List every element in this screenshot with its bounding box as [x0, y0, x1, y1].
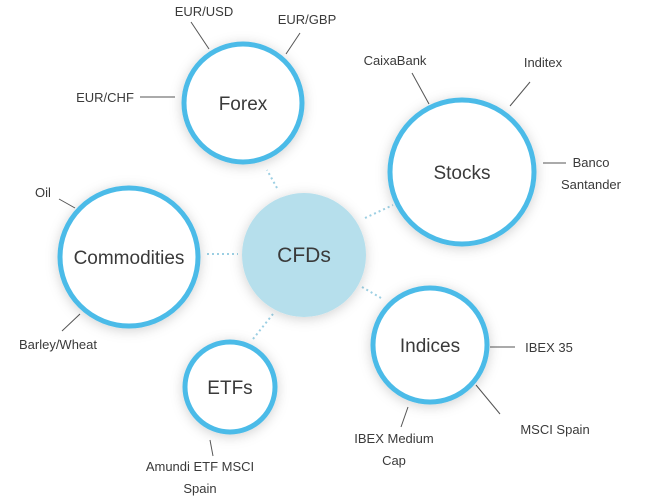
connector-indices	[361, 286, 382, 299]
node-forex: Forex EUR/USD EUR/GBP EUR/CHF	[76, 4, 337, 165]
item-label: IBEX 35	[525, 340, 573, 355]
item-label: IBEX Medium	[354, 431, 433, 446]
node-label: ETFs	[207, 378, 252, 399]
node-label: Commodities	[74, 248, 185, 269]
connector-forex	[266, 169, 278, 189]
node-indices: Indices IBEX 35 MSCI Spain IBEX Medium C…	[354, 285, 590, 468]
connector-stocks	[364, 204, 394, 219]
item-label: Banco	[573, 155, 610, 170]
item-label: EUR/GBP	[278, 12, 337, 27]
connector-etfs	[252, 313, 274, 340]
item-label: Amundi ETF MSCI	[146, 459, 254, 474]
node-label: Indices	[400, 336, 460, 357]
node-stocks: Stocks CaixaBank Inditex Banco Santander	[364, 53, 622, 247]
node-label: Stocks	[433, 163, 490, 184]
item-label: CaixaBank	[364, 53, 427, 68]
node-commodities: Commodities Oil Barley/Wheat	[19, 185, 201, 352]
item-label: EUR/USD	[175, 4, 234, 19]
center-node-cfds: CFDs	[242, 193, 366, 317]
connectors	[207, 169, 394, 340]
leader-lines	[58, 21, 566, 457]
item-label: Santander	[561, 177, 622, 192]
center-label: CFDs	[277, 244, 331, 267]
item-label: MSCI Spain	[520, 422, 589, 437]
item-label: Inditex	[524, 55, 563, 70]
node-label: Forex	[219, 94, 268, 115]
item-label: EUR/CHF	[76, 90, 134, 105]
item-label: Barley/Wheat	[19, 337, 97, 352]
item-label: Oil	[35, 185, 51, 200]
item-label: Spain	[183, 481, 216, 496]
node-etfs: ETFs Amundi ETF MSCI Spain	[146, 339, 278, 496]
item-label: Cap	[382, 453, 406, 468]
